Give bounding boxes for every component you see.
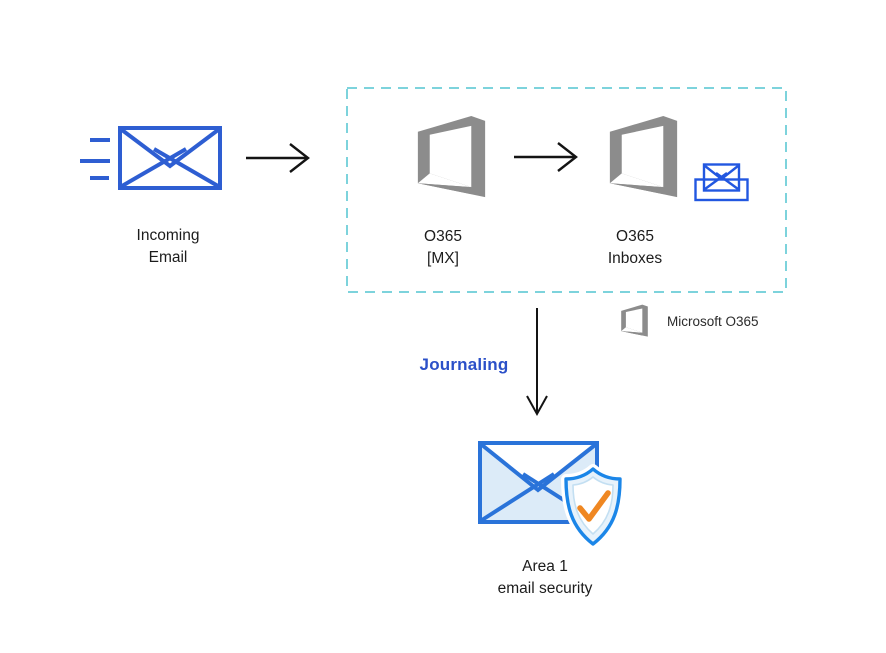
- incoming-email-label-line1: Incoming: [136, 227, 200, 244]
- area1-label: Area 1 email security: [498, 556, 593, 600]
- office-365-logo-icon: [417, 115, 486, 198]
- o365-inboxes-label-line2: Inboxes: [607, 250, 663, 267]
- incoming-email-label-line2: Email: [148, 249, 188, 266]
- journaling-label: Journaling: [419, 355, 509, 374]
- inbox-envelope-icon: [694, 163, 749, 202]
- area1-label-line2: email security: [497, 580, 593, 597]
- office-365-logo-icon: [609, 115, 678, 198]
- o365-inboxes-label-line1: O365: [616, 228, 654, 245]
- arrow-journaling-down-icon: [526, 308, 548, 417]
- office-365-logo-icon: [621, 304, 648, 337]
- o365-mx-label-line1: O365: [424, 228, 462, 245]
- o365-mx-label-line2: [MX]: [427, 250, 459, 267]
- legend-microsoft-o365-label: Microsoft O365: [667, 314, 759, 329]
- incoming-email-label: Incoming Email: [137, 225, 200, 269]
- arrow-o365-to-inboxes-icon: [514, 142, 578, 172]
- area1-label-line1: Area 1: [522, 558, 568, 575]
- o365-mx-label: O365 [MX]: [424, 226, 462, 270]
- o365-inboxes-label: O365 Inboxes: [608, 226, 662, 270]
- shield-check-icon: [561, 464, 625, 549]
- envelope-speed-icon: [80, 126, 222, 190]
- envelope-shield-check-icon: [478, 441, 625, 549]
- arrow-incoming-to-o365-icon: [246, 143, 310, 173]
